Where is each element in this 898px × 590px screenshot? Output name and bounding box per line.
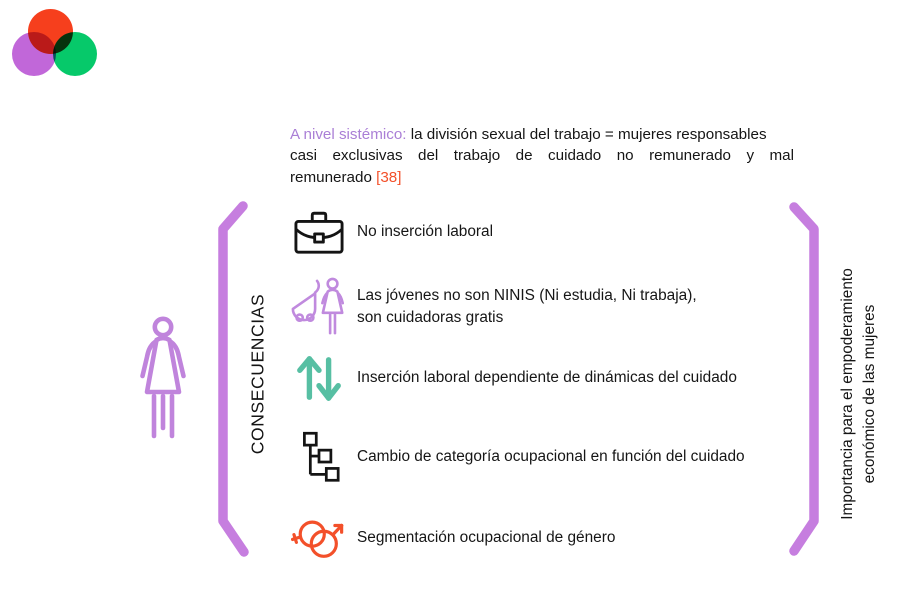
logo-purple-circle xyxy=(12,32,56,76)
list-item-label: Cambio de categoría ocupacional en funci… xyxy=(357,448,745,465)
woman-outline-figure xyxy=(140,316,186,439)
list-item-cambio-categoria: Cambio de categoría ocupacional en funci… xyxy=(289,429,745,485)
header-line1-rest: la división sexual del trabajo = mujeres… xyxy=(406,126,767,143)
gender-symbols-icon xyxy=(289,512,349,564)
list-item-label: No inserción laboral xyxy=(357,223,494,240)
logo-green-circle xyxy=(53,32,97,76)
list-item-no-insercion: No inserción laboral xyxy=(289,206,493,258)
header-line-2: casi exclusivas del trabajo de cuidado n… xyxy=(290,147,794,165)
citation-ref: [38] xyxy=(376,168,402,186)
header-line-1: A nivel sistémico: la división sexual de… xyxy=(290,124,794,145)
list-item-label: Segmentación ocupacional de género xyxy=(357,529,616,546)
list-item-label: Inserción laboral dependiente de dinámic… xyxy=(357,369,737,386)
left-bracket xyxy=(218,201,249,557)
header-paragraph: A nivel sistémico: la división sexual de… xyxy=(290,124,794,188)
header-highlight: A nivel sistémico: xyxy=(290,126,407,143)
up-down-arrows-icon xyxy=(289,352,349,404)
list-item-label: Las jóvenes no son NINIS (Ni estudia, Ni… xyxy=(357,287,697,326)
list-item-insercion-dependiente: Inserción laboral dependiente de dinámic… xyxy=(289,352,737,404)
briefcase-icon xyxy=(289,209,349,255)
header-line-3: remunerado [38] xyxy=(290,167,794,188)
three-circles-logo xyxy=(0,0,110,90)
list-item-segmentacion: Segmentación ocupacional de género xyxy=(289,510,615,566)
org-chart-icon xyxy=(289,431,349,483)
header-line3-prefix: remunerado xyxy=(290,168,377,186)
list-item-ninis: Las jóvenes no son NINIS (Ni estudia, Ni… xyxy=(289,276,697,338)
stroller-and-woman-icon xyxy=(289,277,349,337)
right-bracket xyxy=(789,202,819,556)
